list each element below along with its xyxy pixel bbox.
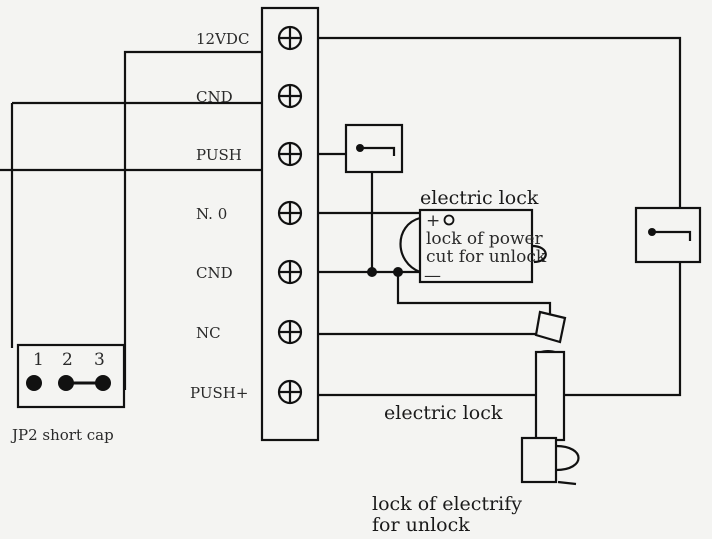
terminal-label: CND <box>196 264 233 282</box>
lock-line-2: cut for unlock <box>426 247 547 267</box>
lock-plus-sign: + <box>426 211 440 231</box>
terminal-label: PUSH <box>196 146 242 164</box>
terminal-label: NC <box>196 324 221 342</box>
jumper-caption: JP2 short cap <box>10 426 114 444</box>
terminal-5: CND <box>196 259 303 285</box>
exit-button-right <box>634 206 702 264</box>
terminal-2: CND <box>196 83 303 109</box>
lock-handle-icon <box>555 444 580 472</box>
wire-push-plus <box>295 262 682 397</box>
terminal-block <box>260 6 320 442</box>
terminal-3: PUSH <box>196 141 303 167</box>
lock-line-1: lock of electrify <box>372 493 522 515</box>
lock-bolt-icon <box>534 310 567 344</box>
lock-minus-sign: — <box>424 266 441 286</box>
lock-line-2: for unlock <box>372 514 470 536</box>
wire-cnd-left <box>10 101 278 348</box>
lock-bracket <box>399 216 421 274</box>
terminal-label: N. 0 <box>196 205 227 223</box>
lock-title: electric lock <box>384 402 503 424</box>
wire-12vdc-right <box>290 36 682 208</box>
jumper-pin-3: 3 <box>94 350 105 370</box>
lock-terminal-icon <box>443 214 455 226</box>
terminal-6: NC <box>196 319 303 345</box>
jumper-pin-1: 1 <box>33 350 44 370</box>
terminal-7: PUSH+ <box>190 379 303 405</box>
electric-lock-electrify: electric lock lock of electrify for unlo… <box>372 310 580 536</box>
terminal-label: 12VDC <box>196 30 249 48</box>
lock-line-1: lock of power <box>426 229 544 249</box>
wire-cnd-lock2 <box>396 272 552 318</box>
terminal-1: 12VDC <box>196 25 303 51</box>
wire-12vdc-left <box>123 50 278 390</box>
junction-dot <box>393 267 403 277</box>
lock-body <box>534 350 566 442</box>
exit-button-left <box>344 123 404 174</box>
lock-title: electric lock <box>420 187 539 209</box>
junction-dot <box>367 267 377 277</box>
lock-base <box>520 436 558 484</box>
lock-hook-icon <box>531 244 547 264</box>
electric-lock-power-cut: electric lock + lock of power cut for un… <box>399 187 547 286</box>
terminal-list: 12VDC CND PUSH N. 0 CND NC <box>190 25 303 405</box>
terminal-4: N. 0 <box>196 200 303 226</box>
jumper-pin-1-dot <box>26 375 42 391</box>
terminal-label: CND <box>196 88 233 106</box>
jumper-pin-2: 2 <box>62 350 73 370</box>
terminal-label: PUSH+ <box>190 384 248 402</box>
